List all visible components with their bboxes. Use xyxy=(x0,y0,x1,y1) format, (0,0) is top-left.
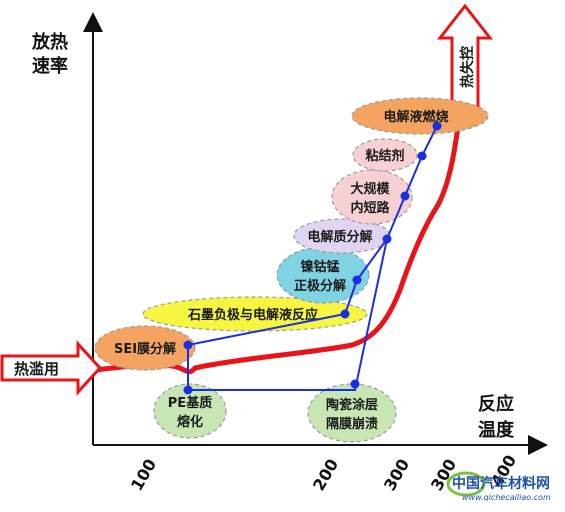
node-cathode xyxy=(352,275,362,285)
binder-bubble xyxy=(352,138,418,172)
sei-decomposition-label: SEI膜分解 xyxy=(114,341,176,357)
thermal-abuse-arrow xyxy=(0,340,103,396)
pe-melting-line1: PE基质 xyxy=(168,395,212,411)
ceramic-collapse-line2: 隔膜崩溃 xyxy=(326,416,378,432)
x-tick-300a: 300 xyxy=(380,456,413,494)
x-axis-label-line1: 反应 xyxy=(478,393,514,415)
electrolyte-combustion-label: 电解液燃烧 xyxy=(383,109,448,125)
cathode-decomposition-line1: 镍钴锰 xyxy=(300,259,339,275)
y-axis-label-line1: 放热 xyxy=(31,31,68,53)
x-tick-100: 100 xyxy=(127,456,160,494)
watermark-url: www.qichecailiao.com xyxy=(462,493,551,502)
y-axis-label-line2: 速率 xyxy=(32,55,68,77)
node-binder xyxy=(417,151,427,161)
connector-sei-graphite xyxy=(187,313,346,346)
cathode-decomposition-line2: 正极分解 xyxy=(294,278,346,294)
ceramic-collapse-bubble xyxy=(307,383,397,443)
internal-short-line2: 内短路 xyxy=(350,200,390,216)
binder-label: 粘结剂 xyxy=(364,148,404,164)
thermal-runaway-label: 热失控 xyxy=(459,46,476,88)
node-graphite xyxy=(340,309,350,319)
node-pe xyxy=(183,385,193,395)
cathode-decomposition-bubble xyxy=(276,246,370,304)
node-sei xyxy=(183,340,193,350)
thermal-runaway-arrow xyxy=(436,3,494,114)
watermark-name: 中国汽车材料网 xyxy=(452,475,550,492)
pe-melting-line2: 熔化 xyxy=(177,414,203,430)
connector-graphite-cathode xyxy=(344,279,358,315)
electrolyte-combustion-bubble xyxy=(351,97,489,135)
ceramic-collapse-line1: 陶瓷涂层 xyxy=(326,397,378,413)
internal-short-line1: 大规模 xyxy=(350,181,390,197)
x-axis-label-line2: 温度 xyxy=(478,419,515,441)
internal-short-bubble xyxy=(331,169,413,225)
x-tick-200: 200 xyxy=(309,456,342,494)
graphite-reaction-label: 石墨负极与电解液反应 xyxy=(187,307,318,323)
heat-release-curve xyxy=(92,109,463,375)
pe-melting-bubble xyxy=(153,383,227,439)
node-electrolyte xyxy=(382,234,392,244)
node-short xyxy=(400,191,410,201)
thermal-abuse-label: 热滥用 xyxy=(14,360,59,378)
connector-cathode-electrolyte xyxy=(356,238,388,281)
sei-decomposition-bubble xyxy=(94,325,196,371)
electrolyte-decomposition-label: 电解质分解 xyxy=(307,229,372,245)
node-ceramic xyxy=(350,379,360,389)
watermark-logo-icon xyxy=(446,471,486,497)
node-combustion xyxy=(432,121,442,131)
watermark: 中国汽车材料网 www.qichecailiao.com xyxy=(446,471,551,502)
